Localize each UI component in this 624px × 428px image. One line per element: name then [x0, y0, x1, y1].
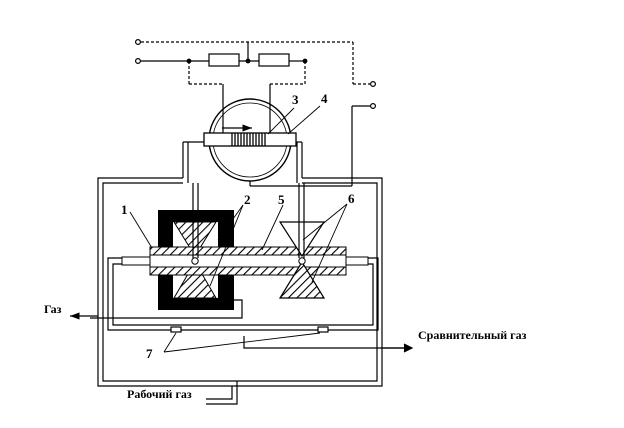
resistor-1 — [208, 53, 240, 67]
terminal-top-left — [135, 38, 142, 45]
leader-lines — [129, 203, 348, 353]
label-number-3: 3 — [292, 92, 299, 107]
label-number-4: 4 — [321, 91, 328, 106]
outer-housing — [97, 141, 383, 387]
bridge-circuit — [135, 38, 377, 186]
terminal-mid-left — [135, 57, 142, 64]
label-number-1: 1 — [121, 202, 128, 217]
reference-gas-arrow — [382, 343, 414, 353]
terminal-right-top — [370, 80, 377, 87]
flow-tube — [121, 246, 369, 276]
label-gas-out: Газ — [44, 302, 62, 316]
label-number-7: 7 — [146, 346, 153, 361]
label-working-gas: Рабочий газ — [127, 387, 192, 401]
terminal-right-bottom — [370, 102, 377, 109]
gas-piping — [70, 257, 410, 405]
galvanometer — [203, 84, 321, 186]
label-number-2: 2 — [244, 192, 251, 207]
filament-wires — [192, 183, 305, 258]
label-number-6: 6 — [348, 191, 355, 206]
label-number-5: 5 — [278, 192, 285, 207]
label-reference-gas: Сравнительный газ — [418, 328, 527, 342]
resistor-2 — [258, 53, 290, 67]
